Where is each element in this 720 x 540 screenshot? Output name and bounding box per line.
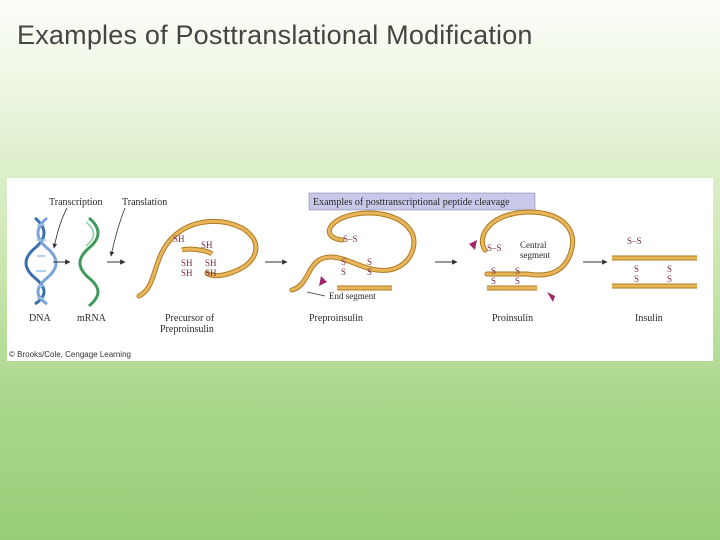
disulfide-label-1: S–S <box>343 234 358 244</box>
sh-label-5: SH <box>205 258 217 268</box>
s-label-8: S <box>515 276 520 286</box>
dna-label: DNA <box>29 313 51 324</box>
preproinsulin-peptide <box>289 210 417 293</box>
s-label-2: S <box>341 267 346 277</box>
s-label-3: S <box>367 257 372 267</box>
disulfide-label-3: S–S <box>627 236 642 246</box>
end-segment-label: End segment <box>329 291 376 301</box>
sh-label-4: SH <box>181 268 193 278</box>
s-label-7: S <box>515 266 520 276</box>
s-label-11: S <box>667 264 672 274</box>
proinsulin-peptide <box>479 209 576 291</box>
precursor-label-line1: Precursor of <box>165 313 215 324</box>
s-label-6: S <box>491 276 496 286</box>
sh-label-6: SH <box>205 268 217 278</box>
s-label-12: S <box>667 274 672 284</box>
peptide-cleavage-figure: Examples of posttranscriptional peptide … <box>7 178 713 361</box>
transcription-label: Transcription <box>49 197 103 208</box>
s-label-1: S <box>341 257 346 267</box>
figure-canvas: Examples of posttranscriptional peptide … <box>24 192 697 335</box>
translation-label: Translation <box>122 197 167 208</box>
insulin-label: Insulin <box>635 313 663 324</box>
translation-pointer <box>109 207 126 257</box>
proinsulin-label: Proinsulin <box>492 313 533 324</box>
s-label-5: S <box>491 266 496 276</box>
cleavage-banner: Examples of posttranscriptional peptide … <box>308 192 536 211</box>
central-segment-label-2: segment <box>520 250 550 260</box>
copyright-credit: © Brooks/Cole, Cengage Learning <box>9 350 131 359</box>
central-segment-label-1: Central <box>520 240 547 250</box>
s-label-4: S <box>367 267 372 277</box>
precursor-label-line2: Preproinsulin <box>160 324 214 335</box>
insulin-chains <box>612 255 697 289</box>
banner-text: Examples of posttranscriptional peptide … <box>313 197 510 208</box>
mrna-strand <box>78 216 100 308</box>
sh-label-2: SH <box>201 240 213 250</box>
disulfide-label-2: S–S <box>487 243 502 253</box>
cleavage-arrowhead-2 <box>469 240 477 250</box>
s-label-10: S <box>634 274 639 284</box>
cleavage-arrowhead-1 <box>319 276 327 286</box>
mrna-label: mRNA <box>77 313 107 324</box>
precursor-peptide <box>136 218 259 299</box>
slide-title: Examples of Posttranslational Modificati… <box>17 20 533 50</box>
preproinsulin-label: Preproinsulin <box>309 313 363 324</box>
sh-label-1: SH <box>173 234 185 244</box>
transcription-pointer <box>52 207 68 249</box>
cleavage-arrowhead-3 <box>547 292 555 302</box>
s-label-9: S <box>634 264 639 274</box>
dna-helix <box>24 216 58 306</box>
sh-label-3: SH <box>181 258 193 268</box>
